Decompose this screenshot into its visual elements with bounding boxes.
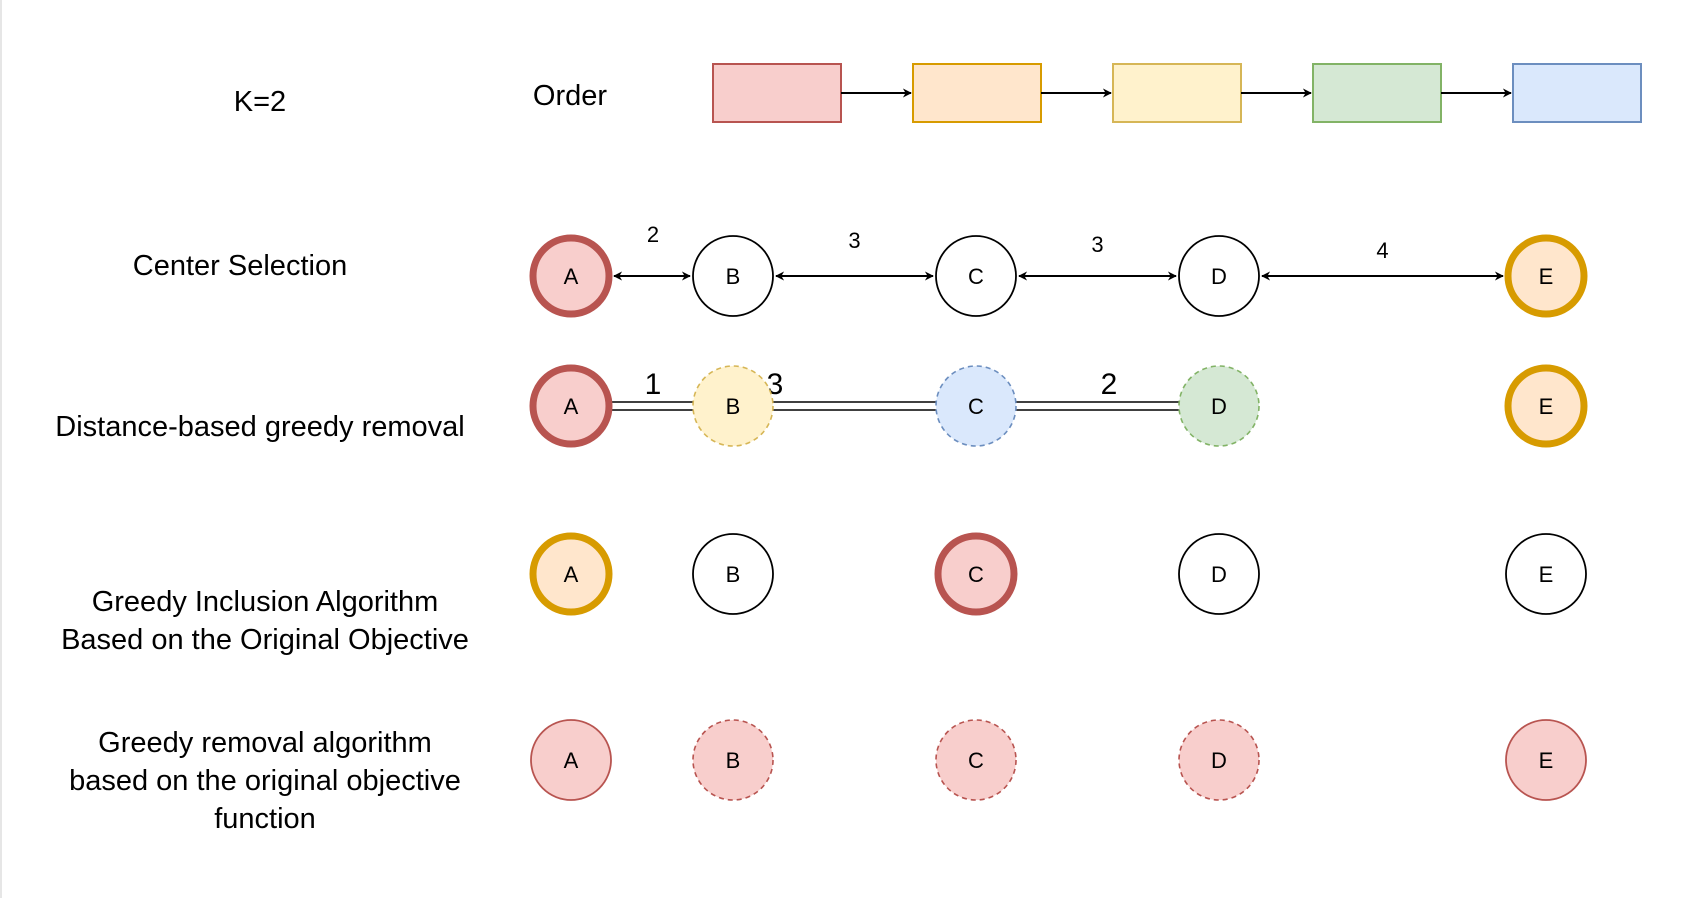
row-label-line: Greedy Inclusion Algorithm (91, 586, 439, 618)
node-d: D (1178, 533, 1260, 615)
distance-label: 3 (848, 228, 860, 253)
row-label-distance-greedy-removal: Distance-based greedy removal (55, 411, 465, 443)
order-box-green (1312, 63, 1442, 123)
node-label: E (1539, 748, 1554, 773)
node-label: C (968, 562, 984, 587)
node-label: E (1539, 562, 1554, 587)
row-label-line: Greedy removal algorithm (98, 727, 432, 759)
node-label: E (1539, 394, 1554, 419)
node-circle (935, 365, 1017, 447)
node-b: B (692, 719, 774, 801)
order-label: Order (532, 80, 608, 112)
node-label: C (968, 394, 984, 419)
node-label: D (1211, 394, 1227, 419)
node-circle (1178, 365, 1260, 447)
node-label: B (726, 394, 741, 419)
distance-label: 2 (647, 222, 659, 247)
row-label-line: Based on the Original Objective (61, 624, 469, 656)
node-label: D (1211, 748, 1227, 773)
node-b: B (692, 533, 774, 615)
node-circle (529, 234, 613, 318)
node-circle (1504, 234, 1588, 318)
order-box-blue (1512, 63, 1642, 123)
node-circle (1178, 533, 1260, 615)
node-label: B (726, 264, 741, 289)
node-circle (934, 532, 1018, 616)
node-e: E (1504, 234, 1588, 318)
distance-label: 3 (1091, 232, 1103, 257)
order-box-red (712, 63, 842, 123)
node-circle (1504, 364, 1588, 448)
k-label: K=2 (233, 86, 287, 118)
node-circle (530, 719, 612, 801)
node-circle (692, 719, 774, 801)
node-c: C (935, 365, 1017, 447)
node-circle (935, 719, 1017, 801)
removal-link-label: 2 (1101, 368, 1118, 401)
node-b: B (692, 235, 774, 317)
node-a: A (529, 364, 613, 448)
left-border (0, 0, 2, 898)
node-label: C (968, 748, 984, 773)
node-circle (529, 364, 613, 448)
node-label: D (1211, 562, 1227, 587)
node-c: C (935, 235, 1017, 317)
order-box-orange (912, 63, 1042, 123)
removal-link-label: 1 (645, 368, 662, 401)
row-label-line: function (214, 803, 316, 835)
node-c: C (934, 532, 1018, 616)
node-e: E (1505, 719, 1587, 801)
node-d: D (1178, 719, 1260, 801)
node-label: B (726, 562, 741, 587)
distance-label: 4 (1376, 238, 1388, 263)
node-d: D (1178, 235, 1260, 317)
node-label: E (1539, 264, 1554, 289)
node-b: B (692, 365, 774, 447)
row-label-center-selection: Center Selection (132, 250, 348, 282)
node-circle (1505, 533, 1587, 615)
row-label-greedy-removal-objective: Greedy removal algorithm based on the or… (20, 724, 510, 838)
node-circle (1178, 235, 1260, 317)
node-label: A (564, 264, 579, 289)
node-circle (692, 365, 774, 447)
row-label-greedy-inclusion: Greedy Inclusion Algorithm Based on the … (20, 583, 510, 659)
node-e: E (1505, 533, 1587, 615)
node-label: A (564, 394, 579, 419)
node-d: D (1178, 365, 1260, 447)
node-e: E (1504, 364, 1588, 448)
node-circle (529, 532, 613, 616)
node-label: A (564, 562, 579, 587)
node-circle (692, 533, 774, 615)
node-a: A (530, 719, 612, 801)
node-circle (1505, 719, 1587, 801)
order-box-yellow (1112, 63, 1242, 123)
row-label-line: based on the original objective (69, 765, 461, 797)
node-c: C (935, 719, 1017, 801)
node-a: A (529, 234, 613, 318)
node-label: D (1211, 264, 1227, 289)
node-label: C (968, 264, 984, 289)
node-circle (935, 235, 1017, 317)
node-a: A (529, 532, 613, 616)
node-circle (1178, 719, 1260, 801)
node-label: B (726, 748, 741, 773)
node-label: A (564, 748, 579, 773)
node-circle (692, 235, 774, 317)
